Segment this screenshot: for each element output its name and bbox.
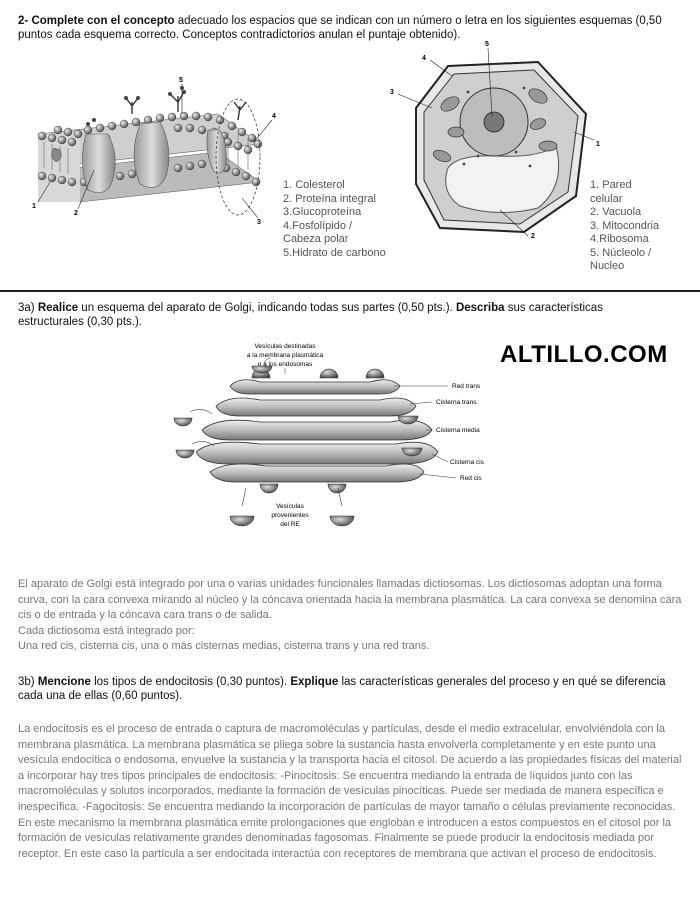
q2-text: adecuado los espacios que se indican con… bbox=[18, 15, 662, 41]
q3a-number: 3a) bbox=[18, 302, 35, 314]
membrane-label-2: 2 bbox=[74, 210, 78, 217]
answer-3a: El aparato de Golgi está integrado por u… bbox=[18, 577, 682, 655]
answer-3a-paragraph: Cada dictiosoma está integrado por: bbox=[18, 624, 195, 637]
question-3b: 3b) Mencione los tipos de endocitosis (0… bbox=[18, 675, 682, 703]
section-divider bbox=[0, 290, 700, 292]
golgi-top-label-line: o a los endosomas bbox=[258, 361, 313, 368]
cell-legend-item: 1. Pared bbox=[590, 179, 632, 191]
altillo-watermark: ALTILLO.COM bbox=[500, 341, 668, 368]
q3b-text-1: los tipos de endocitosis (0,30 puntos). bbox=[90, 676, 291, 688]
q3a-text-2: sus características estructurales (0,30 … bbox=[18, 302, 603, 328]
q3b-text-2: las características generales del proces… bbox=[18, 676, 666, 702]
q2-bold: Complete con el concepto bbox=[31, 15, 175, 27]
cell-legend-item: celular bbox=[590, 192, 623, 205]
cell-legend-item: 4.Ribosoma bbox=[590, 233, 649, 245]
cell-label-5: 5 bbox=[485, 41, 489, 48]
membrane-legend-item: 1. Colesterol bbox=[283, 179, 345, 191]
answer-3b-paragraph: La endocitosis es el proceso de entrada … bbox=[18, 723, 682, 860]
golgi-label-red-cis: Red cis bbox=[460, 475, 482, 482]
membrane-label-5: 5 bbox=[179, 77, 183, 84]
answer-3a-paragraph: Una red cis, cisterna cis, una o más cis… bbox=[18, 640, 430, 653]
membrane-legend-item: 5.Hidrato de carbono bbox=[283, 246, 386, 259]
golgi-bottom-label-line: provenientes bbox=[271, 512, 309, 519]
membrane-legend-item: 2. Proteína integral bbox=[283, 192, 376, 205]
membrane-label-1: 1 bbox=[32, 203, 36, 210]
cell-label-4: 4 bbox=[422, 55, 426, 62]
q3b-bold-2: Explique bbox=[290, 676, 339, 688]
q3b-number: 3b) bbox=[18, 676, 35, 688]
q3a-bold-2: Describa bbox=[455, 302, 505, 314]
golgi-label-cisterna-trans: Cisterna trans bbox=[436, 399, 477, 406]
golgi-bottom-label-line: del RE bbox=[280, 521, 300, 528]
membrane-legend-item: 3.Glucoproteína bbox=[283, 206, 362, 218]
plant-cell-legend: 1. Pared celular 2. Vacuola 3. Mitocondr… bbox=[590, 179, 659, 274]
plant-cell-diagram: 5 4 3 1 2 bbox=[390, 41, 600, 240]
golgi-label-red-trans: Red trans bbox=[452, 383, 481, 390]
answer-3b: La endocitosis es el proceso de entrada … bbox=[18, 722, 682, 862]
golgi-label-cisterna-media: Cisterna media bbox=[436, 427, 480, 434]
cell-label-2: 2 bbox=[531, 233, 535, 240]
golgi-bottom-label-line: Vesículas bbox=[276, 503, 305, 510]
golgi-top-label-line: Vesículas destinadas bbox=[254, 343, 316, 350]
golgi-diagram: Vesículas destinadas a la membrana plasm… bbox=[173, 343, 485, 528]
q3a-bold-1: Realice bbox=[37, 302, 79, 314]
membrane-legend-item: 4.Fosfolípido / bbox=[283, 219, 353, 232]
question-2: 2- Complete con el concepto adecuado los… bbox=[18, 14, 686, 42]
cell-label-1: 1 bbox=[596, 141, 600, 148]
golgi-top-label-line: a la membrana plasmática bbox=[247, 352, 324, 359]
answer-3a-paragraph: El aparato de Golgi está integrado por u… bbox=[18, 578, 682, 622]
cell-legend-item: 2. Vacuola bbox=[590, 206, 642, 218]
membrane-label-3: 3 bbox=[257, 219, 261, 226]
cell-legend-item: Nucleo bbox=[590, 260, 625, 272]
cell-label-3: 3 bbox=[390, 89, 394, 96]
q3b-bold-1: Mencione bbox=[37, 676, 91, 688]
golgi-label-cisterna-cis: Cisterna cis bbox=[450, 459, 485, 466]
cell-legend-item: 3. Mitocondria bbox=[590, 219, 660, 232]
question-3a: 3a) Realice un esquema del aparato de Go… bbox=[18, 301, 618, 329]
membrane-label-4: 4 bbox=[272, 113, 276, 120]
q3a-text-1: un esquema del aparato de Golgi, indican… bbox=[78, 302, 456, 314]
membrane-legend: 1. Colesterol 2. Proteína integral 3.Glu… bbox=[283, 179, 386, 260]
membrane-legend-item: Cabeza polar bbox=[283, 233, 349, 245]
cell-legend-item: 5. Núcleolo / bbox=[590, 246, 652, 259]
q2-number: 2- bbox=[18, 15, 29, 27]
cell-membrane-diagram: 1 2 3 4 5 bbox=[32, 77, 276, 226]
